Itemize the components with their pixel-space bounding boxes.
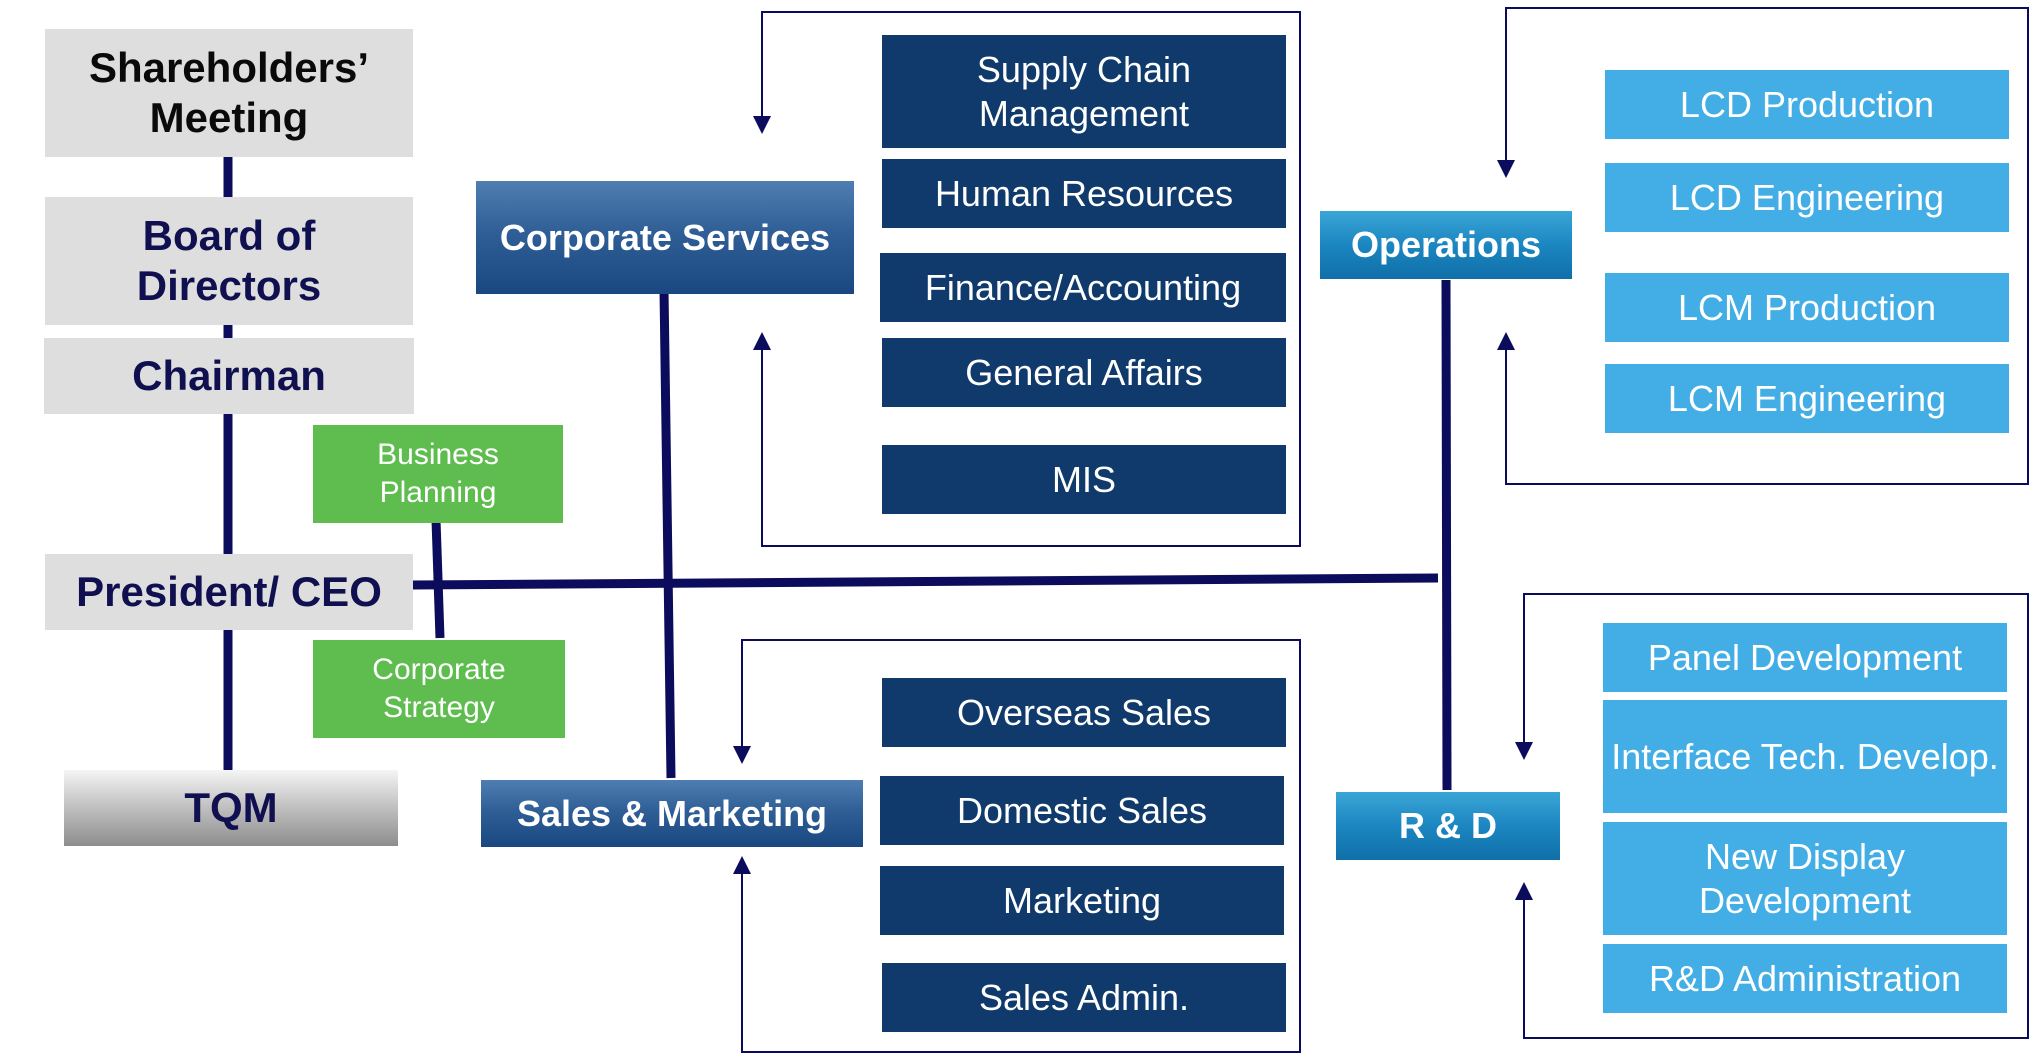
staff-line xyxy=(431,519,445,639)
arrow-down-rnd xyxy=(1515,742,1533,760)
sales-marketing-box: Sales & Marketing xyxy=(481,780,863,847)
operations-to-rnd-line xyxy=(1441,279,1452,791)
unit-interface-tech-develop: Interface Tech. Develop. xyxy=(1603,700,2007,813)
unit-new-display-development: New Display Development xyxy=(1603,822,2007,935)
rnd-bracket xyxy=(1523,593,2029,1039)
president-ceo-box: President/ CEO xyxy=(45,554,413,630)
president-bus-line xyxy=(411,573,1439,590)
unit-marketing: Marketing xyxy=(880,866,1284,935)
unit-overseas-sales: Overseas Sales xyxy=(882,678,1286,747)
rnd-box: R & D xyxy=(1336,792,1560,860)
arrow-up-sales xyxy=(733,856,751,874)
unit-domestic-sales: Domestic Sales xyxy=(880,776,1284,845)
corporate-services-bracket xyxy=(761,11,1301,547)
unit-human-resources: Human Resources xyxy=(882,159,1286,228)
arrow-down-operations xyxy=(1497,160,1515,178)
board-of-directors-box: Board of Directors xyxy=(45,197,413,325)
operations-bracket xyxy=(1505,7,2029,485)
sales-marketing-bracket xyxy=(741,639,1301,1053)
chairman-box: Chairman xyxy=(44,338,414,414)
unit-rnd-administration: R&D Administration xyxy=(1603,944,2007,1013)
arrow-up-rnd xyxy=(1515,882,1533,900)
unit-mis: MIS xyxy=(882,445,1286,514)
arrow-down-corporate xyxy=(753,116,771,134)
operations-box: Operations xyxy=(1320,211,1572,279)
unit-lcd-production: LCD Production xyxy=(1605,70,2009,139)
tqm-box: TQM xyxy=(64,770,398,846)
arrow-up-corporate xyxy=(753,332,771,350)
unit-lcd-engineering: LCD Engineering xyxy=(1605,163,2009,232)
unit-panel-development: Panel Development xyxy=(1603,623,2007,692)
shareholders-meeting-box: Shareholders’ Meeting xyxy=(45,29,413,157)
corporate-strategy-box: Corporate Strategy xyxy=(313,640,565,738)
unit-supply-chain-management: Supply Chain Management xyxy=(882,35,1286,148)
corporate-services-box: Corporate Services xyxy=(476,181,854,294)
arrow-down-sales xyxy=(733,746,751,764)
unit-lcm-production: LCM Production xyxy=(1605,273,2009,342)
corporate-to-sales-line xyxy=(659,289,676,779)
arrow-up-operations xyxy=(1497,332,1515,350)
unit-general-affairs: General Affairs xyxy=(882,338,1286,407)
unit-finance-accounting: Finance/Accounting xyxy=(880,253,1286,322)
unit-sales-admin: Sales Admin. xyxy=(882,963,1286,1032)
business-planning-box: Business Planning xyxy=(313,425,563,523)
unit-lcm-engineering: LCM Engineering xyxy=(1605,364,2009,433)
